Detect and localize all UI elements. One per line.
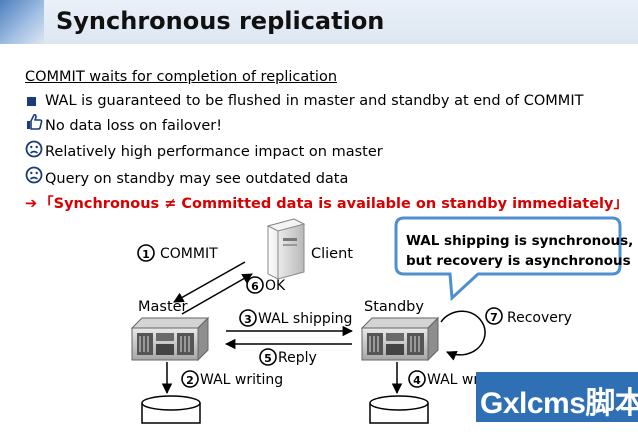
step-number: 7 bbox=[490, 311, 498, 324]
step-4: 4 WAL wr bbox=[408, 370, 479, 388]
callout-line-2: but recovery is asynchronous bbox=[406, 253, 631, 269]
step-label: COMMIT bbox=[160, 246, 218, 262]
bullet-heading: COMMIT waits for completion of replicati… bbox=[25, 69, 338, 85]
standby-server-icon bbox=[360, 316, 440, 362]
thumbs-up-icon bbox=[25, 113, 45, 140]
step-3: 3 WAL shipping bbox=[239, 309, 352, 327]
bullet-list: COMMIT waits for completion of replicati… bbox=[25, 66, 628, 217]
master-label: Master bbox=[138, 299, 188, 315]
ok-arrow bbox=[181, 273, 253, 315]
step-7: 7 Recovery bbox=[485, 307, 572, 326]
bullet-text: WAL is guaranteed to be flushed in maste… bbox=[45, 92, 584, 109]
sad-face-icon bbox=[25, 166, 45, 193]
emphasis-line: ➔ 「Synchronous ≠ Committed data is avail… bbox=[25, 193, 628, 217]
step-number: 5 bbox=[264, 352, 272, 365]
recovery-loop-arrow bbox=[440, 310, 486, 361]
step-number: 2 bbox=[186, 374, 194, 387]
step-label: OK bbox=[265, 278, 286, 294]
square-bullet-icon bbox=[27, 96, 36, 106]
arrow-right-icon: ➔ bbox=[25, 195, 38, 212]
step-number: 3 bbox=[244, 313, 252, 326]
bullet-item-performance-impact: Relatively high performance impact on ma… bbox=[25, 140, 625, 167]
step-5: 5 Reply bbox=[259, 348, 317, 366]
step-number: 6 bbox=[251, 280, 259, 293]
watermark-text: Gxlcms脚本 bbox=[480, 387, 638, 420]
bullet-text: Relatively high performance impact on ma… bbox=[45, 144, 383, 160]
step-label: WAL wr bbox=[427, 372, 479, 388]
step-number: 1 bbox=[142, 248, 150, 261]
step-number: 4 bbox=[413, 374, 421, 387]
master-disk-icon bbox=[141, 395, 201, 424]
title-decoration bbox=[0, 0, 44, 44]
commit-arrow bbox=[173, 261, 246, 303]
sad-face-icon bbox=[25, 140, 45, 167]
bullet-item-no-data-loss: No data loss on failover! bbox=[25, 113, 625, 140]
client-computer-icon bbox=[266, 218, 306, 280]
callout-line-1: WAL shipping is synchronous, bbox=[406, 233, 633, 249]
bullet-text: No data loss on failover! bbox=[45, 117, 223, 134]
standby-disk-icon bbox=[369, 395, 429, 424]
step-label: WAL writing bbox=[200, 372, 283, 388]
step-label: WAL shipping bbox=[258, 311, 352, 327]
step-label: Reply bbox=[278, 350, 317, 366]
step-label: Recovery bbox=[507, 310, 572, 326]
standby-label: Standby bbox=[364, 299, 424, 315]
emphasis-text: 「Synchronous ≠ Committed data is availab… bbox=[39, 195, 628, 212]
watermark-logo: Gxlcms脚本 bbox=[476, 372, 638, 422]
callout-box bbox=[394, 216, 622, 302]
master-server-icon bbox=[130, 316, 210, 362]
slide-title: Synchronous replication bbox=[56, 7, 385, 35]
bullet-item-outdated-data: Query on standby may see outdated data bbox=[25, 166, 625, 193]
title-bar: Synchronous replication bbox=[0, 0, 638, 44]
step-6: 6 OK bbox=[246, 276, 286, 294]
bullet-item-wal-guaranteed: WAL is guaranteed to be flushed in maste… bbox=[25, 90, 625, 114]
step-1: 1 COMMIT bbox=[137, 244, 218, 262]
client-label: Client bbox=[311, 246, 353, 262]
bullet-text: Query on standby may see outdated data bbox=[45, 170, 349, 187]
step-2: 2 WAL writing bbox=[181, 370, 283, 388]
